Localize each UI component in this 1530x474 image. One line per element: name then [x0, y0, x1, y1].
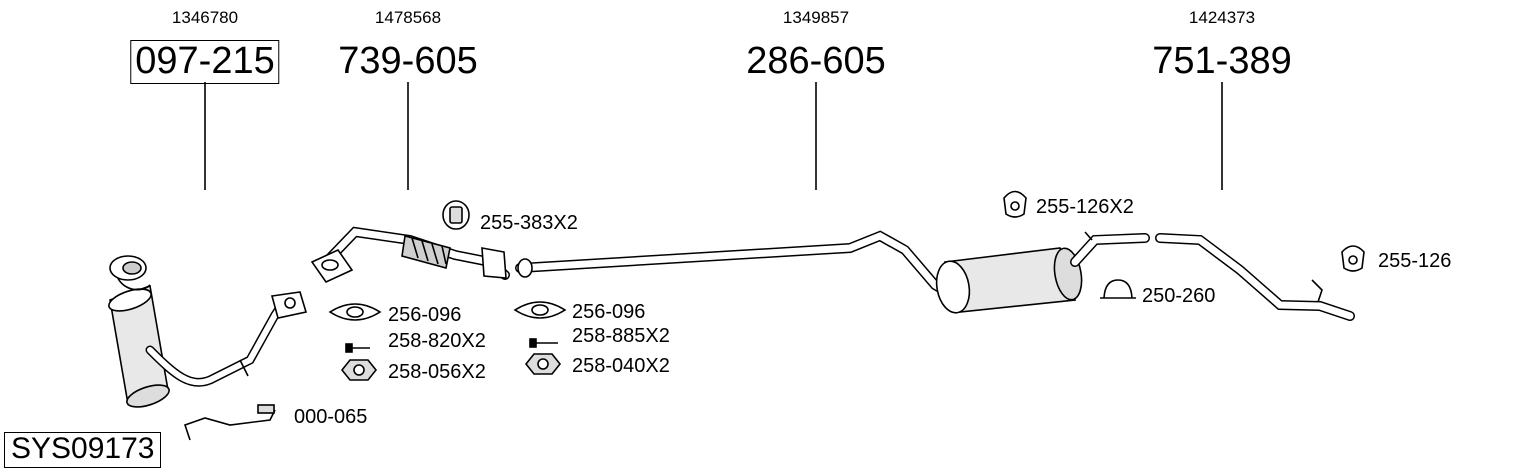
clamp-icon	[1100, 279, 1136, 299]
accessory-label[interactable]: 250-260	[1142, 285, 1216, 307]
sensor-pipe-icon	[183, 404, 276, 441]
bolt-icon	[345, 343, 370, 353]
gasket-icon	[328, 303, 382, 321]
gasket-icon	[513, 301, 567, 319]
oem-number: 1424373	[1188, 8, 1256, 27]
part-number[interactable]: 286-605	[746, 40, 886, 82]
bolt-icon	[529, 338, 558, 348]
front-pipe	[310, 226, 510, 284]
accessory-label[interactable]: 255-126X2	[1036, 196, 1134, 218]
oem-number: 1349857	[782, 8, 850, 27]
part-number[interactable]: 751-389	[1152, 40, 1292, 82]
nut-icon	[340, 359, 378, 381]
accessory-label[interactable]: 255-383X2	[480, 212, 578, 234]
oem-number: 1346780	[171, 8, 239, 27]
rear-silencer	[935, 231, 1355, 321]
accessory-label[interactable]: 258-040X2	[572, 355, 670, 377]
part-number[interactable]: 739-605	[338, 40, 478, 82]
accessory-label[interactable]: 256-096	[572, 301, 646, 323]
rubber-hanger-icon	[1341, 245, 1365, 272]
rubber-hanger-icon	[442, 200, 470, 230]
accessory-label[interactable]: 258-820X2	[388, 330, 486, 352]
middle-pipe	[515, 230, 965, 305]
accessory-label[interactable]: 255-126	[1378, 250, 1452, 272]
rubber-hanger-icon	[1003, 190, 1027, 218]
nut-icon	[524, 353, 562, 375]
accessory-label[interactable]: 000-065	[294, 406, 368, 428]
accessory-label[interactable]: 258-885X2	[572, 325, 670, 347]
oem-number: 1478568	[374, 8, 442, 27]
accessory-label[interactable]: 256-096	[388, 304, 462, 326]
system-code: SYS09173	[4, 432, 162, 468]
accessory-label[interactable]: 258-056X2	[388, 361, 486, 383]
part-number-highlighted[interactable]: 097-215	[130, 40, 280, 84]
dpf-unit	[108, 255, 308, 408]
